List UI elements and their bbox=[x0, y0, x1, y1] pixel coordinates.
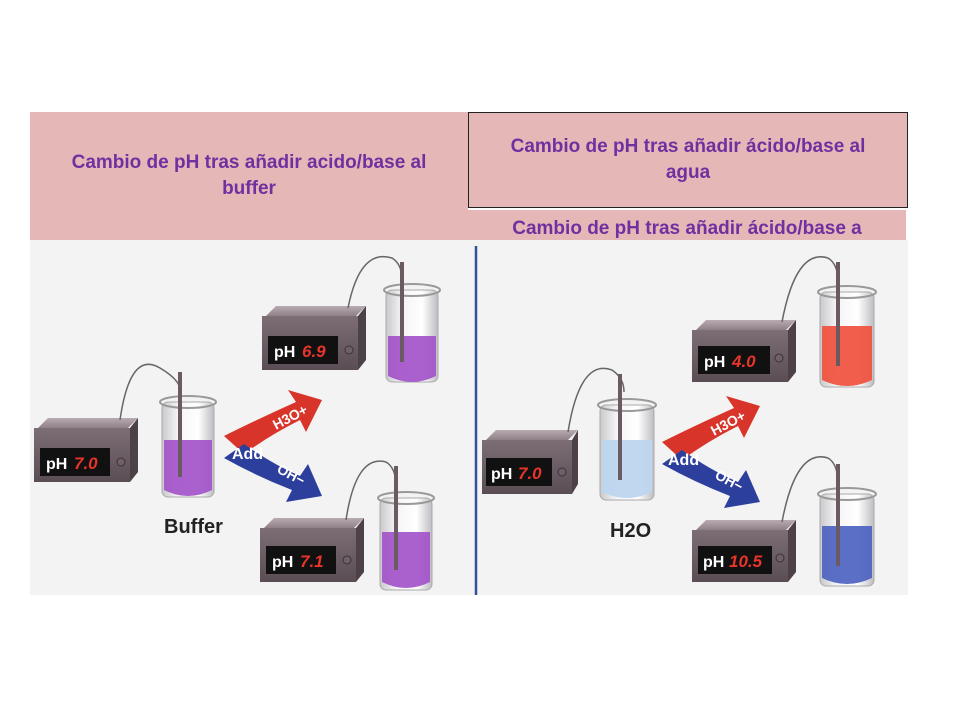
water-label: H2O bbox=[610, 520, 651, 542]
right-acid-ph-value: 4.0 bbox=[731, 352, 756, 371]
right-base-ph-prefix: pH bbox=[703, 554, 724, 571]
left-add-label: Add bbox=[232, 446, 263, 463]
left-base-ph-value: 7.1 bbox=[300, 552, 324, 571]
right-panel-subtitle-text: Cambio de pH tras añadir ácido/base a bbox=[512, 218, 862, 239]
right-base-beaker bbox=[781, 456, 877, 587]
left-initial-ph-value: 7.0 bbox=[74, 454, 98, 473]
acid-arrow bbox=[662, 396, 760, 460]
left-panel: pH 7.0 Buffer Add H3O+ OH− pH bbox=[34, 255, 441, 591]
left-acid-ph-prefix: pH bbox=[274, 344, 295, 361]
right-panel-title: Cambio de pH tras añadir ácido/base al a… bbox=[468, 112, 908, 208]
buffer-liquid bbox=[164, 440, 212, 496]
right-base-ph-value: 10.5 bbox=[729, 552, 763, 571]
left-acid-ph-meter: pH 6.9 bbox=[262, 306, 366, 370]
base-liquid bbox=[822, 526, 872, 584]
right-initial-ph-prefix: pH bbox=[491, 466, 512, 483]
right-initial-ph-meter: pH 7.0 bbox=[482, 430, 578, 494]
acid-arrow bbox=[224, 390, 322, 454]
left-initial-ph-meter: pH 7.0 bbox=[34, 418, 138, 482]
buffer-label: Buffer bbox=[164, 516, 223, 538]
left-panel-title: Cambio de pH tras añadir acido/base al b… bbox=[30, 112, 468, 240]
left-initial-ph-prefix: pH bbox=[46, 456, 67, 473]
right-add-label: Add bbox=[668, 452, 699, 469]
ph-comparison-figure: pH 7.0 Buffer Add H3O+ OH− pH bbox=[30, 240, 908, 595]
right-acid-beaker bbox=[781, 256, 877, 388]
left-base-beaker bbox=[345, 460, 435, 591]
left-acid-beaker bbox=[347, 255, 441, 383]
right-initial-beaker bbox=[567, 367, 657, 501]
right-acid-ph-prefix: pH bbox=[704, 354, 725, 371]
right-initial-ph-value: 7.0 bbox=[518, 464, 542, 483]
base-arrow bbox=[662, 450, 760, 508]
left-base-ph-meter: pH 7.1 bbox=[260, 518, 364, 582]
right-acid-ph-meter: pH 4.0 bbox=[692, 320, 796, 382]
acid-liquid bbox=[822, 326, 872, 386]
left-initial-beaker bbox=[119, 363, 217, 498]
right-base-ph-meter: pH 10.5 bbox=[692, 520, 796, 582]
base-arrow bbox=[224, 444, 322, 502]
left-acid-ph-value: 6.9 bbox=[302, 342, 326, 361]
left-base-ph-prefix: pH bbox=[272, 554, 293, 571]
water-liquid bbox=[602, 440, 652, 498]
left-panel-title-text: Cambio de pH tras añadir acido/base al b… bbox=[71, 152, 427, 199]
right-panel-title-text: Cambio de pH tras añadir ácido/base al a… bbox=[510, 136, 866, 183]
